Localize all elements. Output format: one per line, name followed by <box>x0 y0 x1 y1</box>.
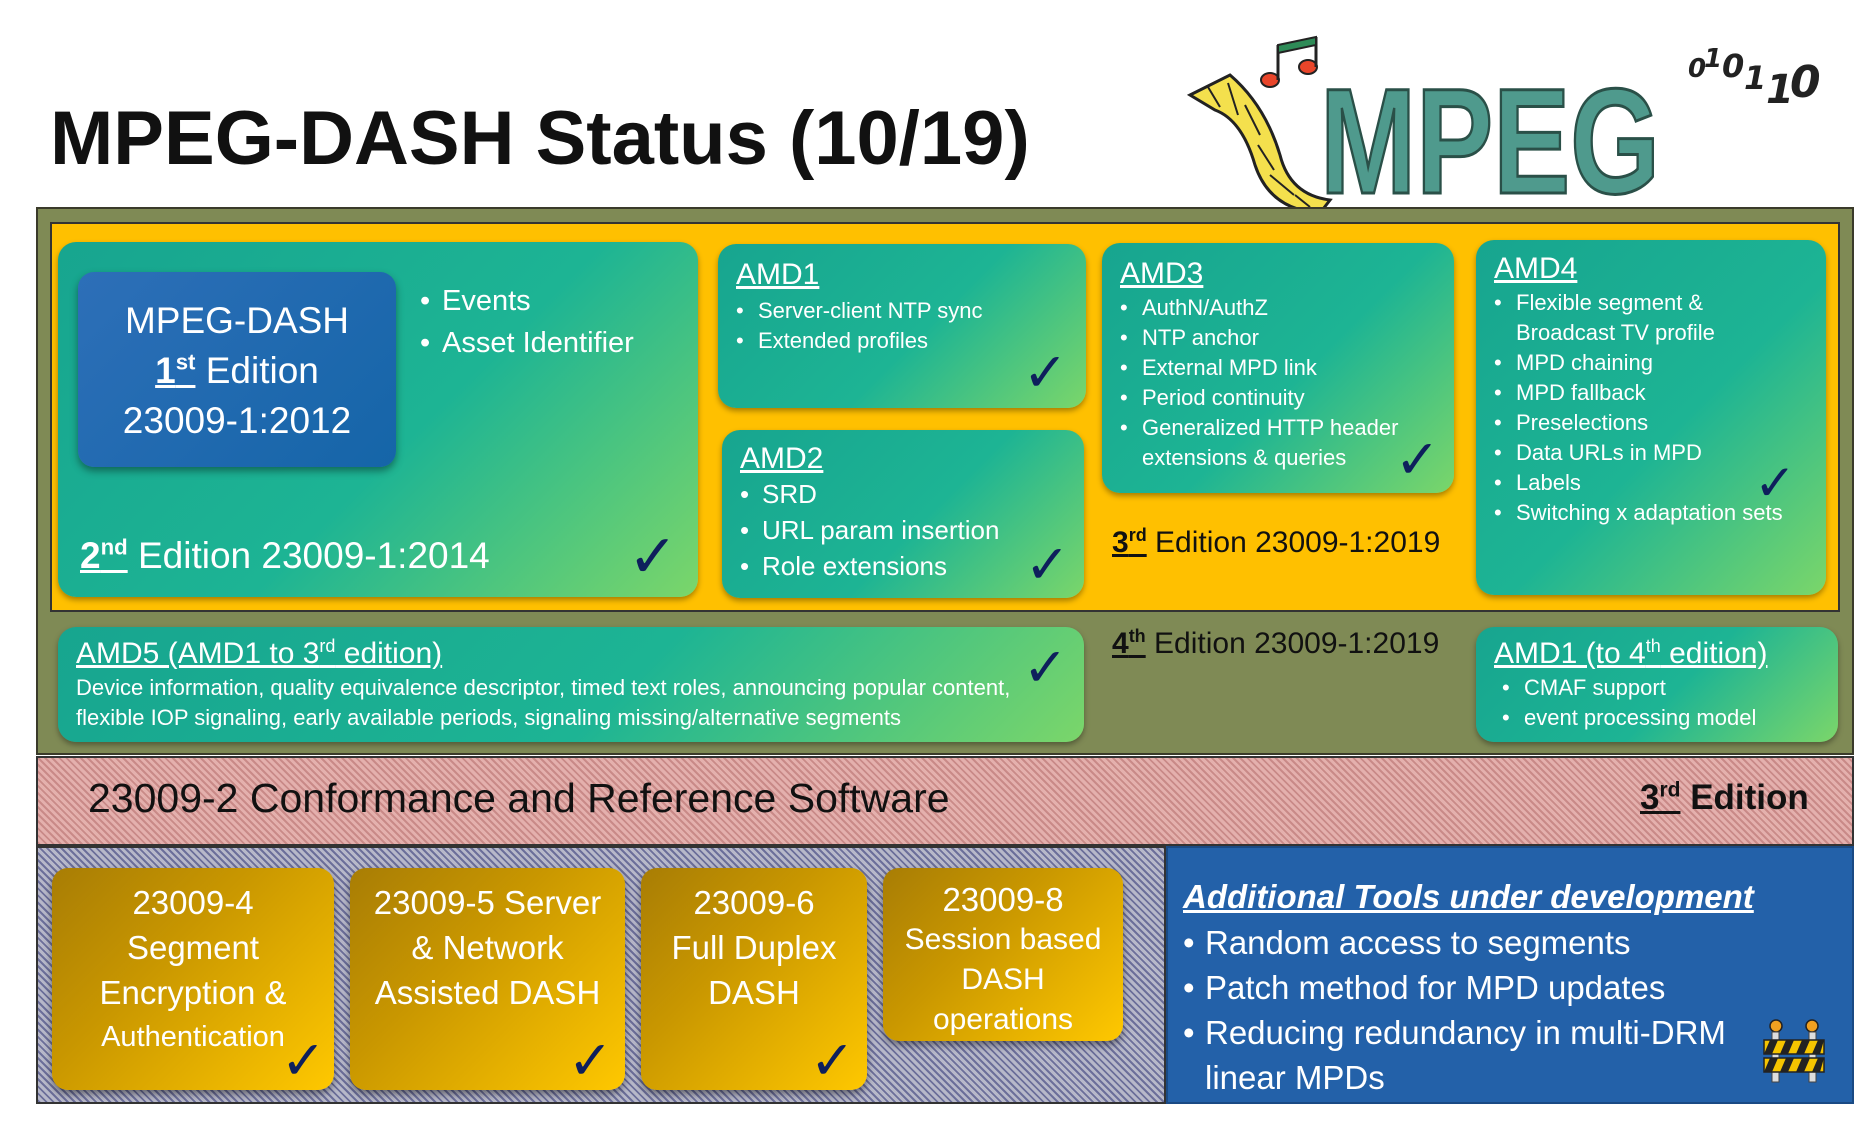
card-line: Segment <box>126 929 260 966</box>
edition1-edition: 1st Edition <box>155 349 319 391</box>
amd3-title: AMD3 <box>1120 257 1204 290</box>
music-note-icon <box>1260 35 1318 88</box>
list-item: Generalized HTTP header extensions & que… <box>1120 413 1414 473</box>
list-item: Period continuity <box>1120 383 1414 413</box>
additional-tools-title: Additional Tools under development <box>1183 878 1754 915</box>
conformance-edition: 3rd Edition <box>1640 778 1809 817</box>
amd4-card: AMD4 Flexible segment & Broadcast TV pro… <box>1476 240 1826 595</box>
list-item: NTP anchor <box>1120 323 1414 353</box>
card-line: 23009-8 <box>942 881 1064 918</box>
list-item: Extended profiles <box>736 326 1086 356</box>
part-23009-6-card: 23009-6 Full Duplex DASH ✓ <box>641 868 867 1090</box>
amd2-card: AMD2 SRD URL param insertion Role extens… <box>722 430 1084 598</box>
amd1-title: AMD1 <box>736 258 820 291</box>
edition1-box: MPEG-DASH 1st Edition 23009-1:2012 <box>78 272 396 467</box>
list-item: Server-client NTP sync <box>736 296 1086 326</box>
check-icon: ✓ <box>1754 454 1796 512</box>
edition4-label: 4th Edition 23009-1:2019 <box>1112 626 1440 660</box>
list-item: event processing model <box>1502 703 1838 733</box>
amd1-4th-title: AMD1 (to 4th edition) <box>1494 636 1768 670</box>
amd5-card: AMD5 (AMD1 to 3rd edition) Device inform… <box>58 627 1084 742</box>
part-23009-4-card: 23009-4 Segment Encryption & Authenticat… <box>52 868 334 1090</box>
edition1-number: 23009-1:2012 <box>122 400 352 441</box>
amd1-4th-edition-card: AMD1 (to 4th edition) CMAF support event… <box>1476 627 1838 742</box>
check-icon: ✓ <box>1022 636 1068 699</box>
list-item: Random access to segments <box>1183 920 1752 965</box>
list-item: MPD chaining <box>1494 348 1806 378</box>
part-23009-8-card: 23009-8 Session based DASH operations <box>883 868 1123 1041</box>
card-line: Assisted DASH <box>374 974 601 1011</box>
list-item: Labels <box>1494 468 1806 498</box>
list-item: Role extensions <box>740 548 1084 584</box>
mpeg-logo: MPEG 0 1 0 1 1 0 <box>1186 35 1821 215</box>
amd3-card: AMD3 AuthN/AuthZ NTP anchor External MPD… <box>1102 243 1454 493</box>
list-item: Data URLs in MPD <box>1494 438 1806 468</box>
logo-digit: 1 <box>1744 59 1766 97</box>
card-line: operations <box>932 1003 1074 1036</box>
list-item: Flexible segment & Broadcast TV profile <box>1494 288 1806 348</box>
check-icon: ✓ <box>1394 428 1440 491</box>
card-line: 23009-5 Server <box>373 884 602 921</box>
check-icon: ✓ <box>809 1029 855 1092</box>
edition2-label: 2nd Edition 23009-1:2014 <box>80 534 490 576</box>
amd2-title: AMD2 <box>740 442 824 475</box>
list-item: Switching x adaptation sets <box>1494 498 1806 528</box>
logo-digit: 1 <box>1704 44 1722 74</box>
amd5-title: AMD5 (AMD1 to 3rd edition) <box>76 636 443 670</box>
card-line: & Network <box>411 929 564 966</box>
list-item: MPD fallback <box>1494 378 1806 408</box>
check-icon: ✓ <box>1022 341 1068 404</box>
list-item: Patch method for MPD updates <box>1183 965 1752 1010</box>
logo-digit: 0 <box>1790 57 1821 108</box>
logo-text: MPEG <box>1320 57 1660 215</box>
check-icon: ✓ <box>627 522 678 592</box>
part-23009-5-card: 23009-5 Server & Network Assisted DASH ✓ <box>350 868 625 1090</box>
amd5-description: Device information, quality equivalence … <box>76 675 1011 730</box>
card-line: 23009-4 <box>132 884 254 921</box>
check-icon: ✓ <box>280 1029 326 1092</box>
construction-barrier-icon <box>1763 1019 1825 1083</box>
page-title: MPEG-DASH Status (10/19) <box>50 96 1030 181</box>
card-line: Encryption & <box>99 974 287 1011</box>
card-line: Authentication <box>101 1021 285 1053</box>
edition3-label: 3rd Edition 23009-1:2019 <box>1112 525 1441 559</box>
amd1-card: AMD1 Server-client NTP sync Extended pro… <box>718 244 1086 408</box>
list-item: External MPD link <box>1120 353 1414 383</box>
logo-digit: 0 <box>1688 54 1706 84</box>
list-item: URL param insertion <box>740 512 1084 548</box>
card-line: Full Duplex <box>671 929 837 966</box>
logo-digit: 1 <box>1766 67 1794 113</box>
card-line: DASH <box>708 974 800 1011</box>
list-item: Events <box>420 280 634 322</box>
card-line: Session based <box>904 923 1102 956</box>
card-line: 23009-6 <box>693 884 815 921</box>
conformance-label: 23009-2 Conformance and Reference Softwa… <box>88 775 950 821</box>
edition1-extras-list: Events Asset Identifier <box>420 280 634 364</box>
list-item: Asset Identifier <box>420 322 634 364</box>
list-item: Reducing redundancy in multi-DRM linear … <box>1183 1010 1752 1100</box>
list-item: SRD <box>740 476 1084 512</box>
amd4-title: AMD4 <box>1494 252 1578 285</box>
edition1-title: MPEG-DASH <box>124 300 350 341</box>
conformance-band <box>36 756 1854 846</box>
logo-digit: 0 <box>1722 47 1744 85</box>
card-line: DASH <box>961 963 1045 996</box>
list-item: CMAF support <box>1502 673 1838 703</box>
check-icon: ✓ <box>1024 533 1070 596</box>
additional-tools-panel: Additional Tools under development Rando… <box>1166 846 1854 1104</box>
list-item: Preselections <box>1494 408 1806 438</box>
check-icon: ✓ <box>567 1029 613 1092</box>
list-item: AuthN/AuthZ <box>1120 293 1414 323</box>
